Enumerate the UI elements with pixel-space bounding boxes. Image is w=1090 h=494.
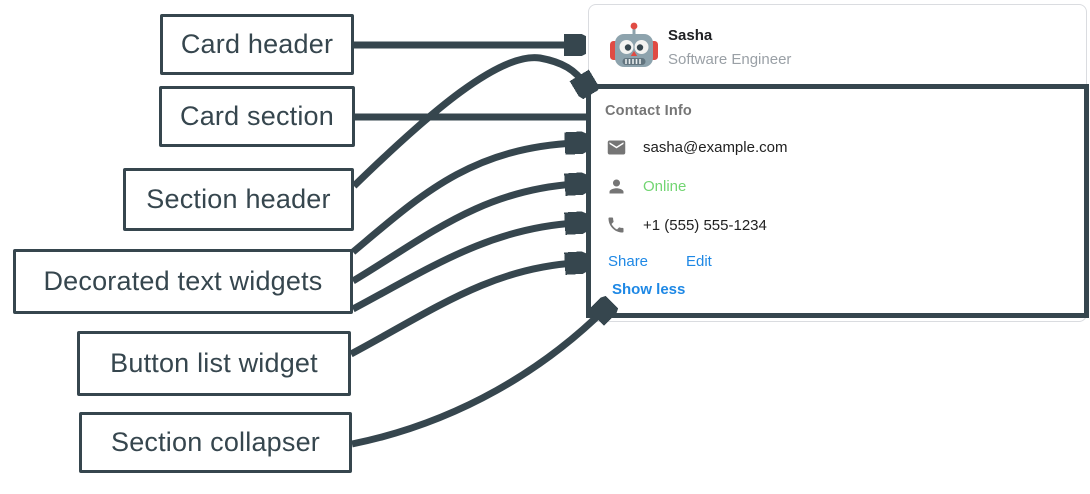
label-decorated-text-widgets: Decorated text widgets [13, 249, 353, 314]
phone-text: +1 (555) 555-1234 [643, 216, 767, 234]
label-section-collapser: Section collapser [79, 412, 352, 473]
contact-row-email: sasha@example.com [605, 136, 787, 158]
status-text: Online [643, 177, 687, 195]
edit-button[interactable]: Edit [686, 253, 712, 270]
section-header-title: Contact Info [605, 103, 692, 119]
label-button-list-widget: Button list widget [77, 331, 351, 396]
person-name: Sasha [668, 27, 713, 44]
card-header: Sasha Software Engineer [588, 4, 1087, 84]
label-section-header: Section header [123, 168, 354, 231]
label-card-section-text: Card section [180, 101, 334, 131]
show-less-button[interactable]: Show less [612, 281, 686, 298]
label-card-header-text: Card header [180, 29, 334, 59]
contact-row-phone: +1 (555) 555-1234 [605, 214, 767, 236]
label-decorated-text-widgets-text: Decorated text widgets [43, 266, 323, 296]
arrow-section-header [351, 54, 585, 189]
email-text: sasha@example.com [643, 138, 788, 156]
share-button[interactable]: Share [608, 253, 649, 270]
label-card-header: Card header [160, 14, 354, 75]
arrow-button-list [349, 263, 576, 358]
card-section: Contact Info sasha@example.com Online [586, 84, 1089, 318]
label-button-list-widget-text: Button list widget [110, 348, 318, 378]
person-icon [605, 175, 627, 197]
contact-row-status: Online [605, 175, 686, 197]
phone-icon [605, 214, 627, 236]
label-card-section: Card section [159, 86, 355, 147]
arrow-decorated-email [350, 143, 576, 255]
person-subtitle: Software Engineer [668, 51, 792, 68]
robot-avatar-icon [608, 20, 660, 72]
arrow-decorated-phone [351, 223, 576, 313]
label-section-collapser-text: Section collapser [110, 427, 320, 457]
arrow-decorated-status [351, 184, 576, 285]
label-section-header-text: Section header [146, 184, 331, 214]
arrow-section-collapser [351, 310, 604, 448]
email-icon [605, 136, 627, 158]
